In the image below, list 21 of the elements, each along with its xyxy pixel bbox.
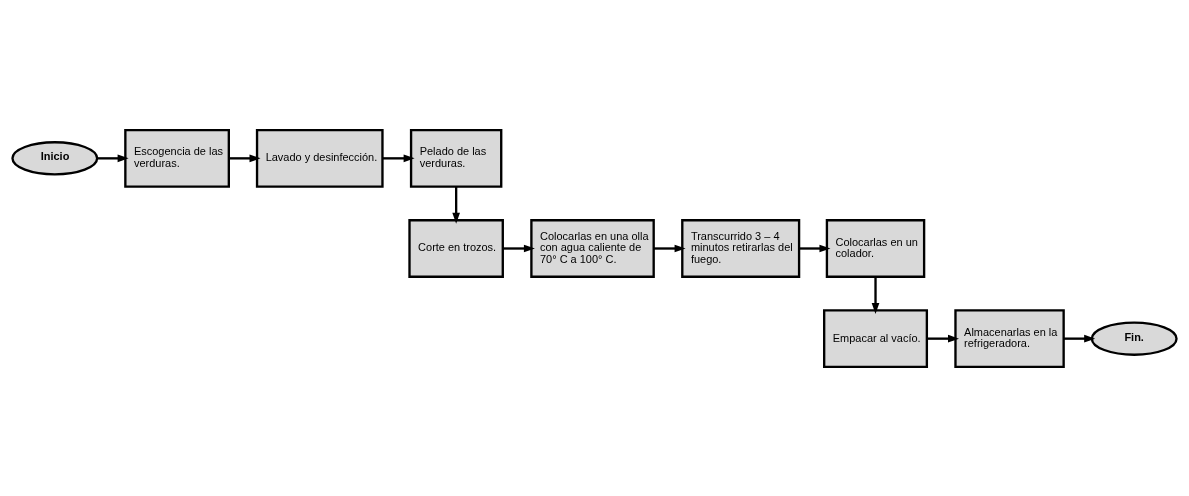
- node-box: Almacenarlas en la refrigeradora.: [954, 308, 1065, 368]
- arrow: [871, 276, 880, 314]
- node-box: Transcurrido 3 – 4 minutos retirarlas del fuego.: [681, 218, 801, 278]
- node-box: Pelado de las verduras.: [409, 128, 503, 188]
- arrow: [799, 244, 831, 252]
- arrow: [1063, 334, 1096, 342]
- arrow: [927, 334, 959, 342]
- arrow: [97, 154, 129, 162]
- arrow: [228, 154, 261, 162]
- arrow: [382, 154, 415, 162]
- node-box: Corte en trozos.: [408, 218, 504, 278]
- node-ellipse: Inicio: [11, 140, 99, 176]
- node-box: Colocarlas en un colador.: [825, 218, 926, 278]
- node-box: Colocarlas en una olla con agua caliente de 70° C a 100° C.: [530, 218, 655, 278]
- node-box: Empacar al vacío.: [823, 308, 929, 368]
- arrow: [653, 244, 686, 252]
- arrow: [503, 244, 535, 252]
- node-box: Escogencia de las verduras.: [124, 128, 230, 188]
- arrow: [452, 186, 460, 224]
- node-box: Lavado y desinfección.: [255, 128, 384, 188]
- node-ellipse: Fin.: [1090, 320, 1178, 356]
